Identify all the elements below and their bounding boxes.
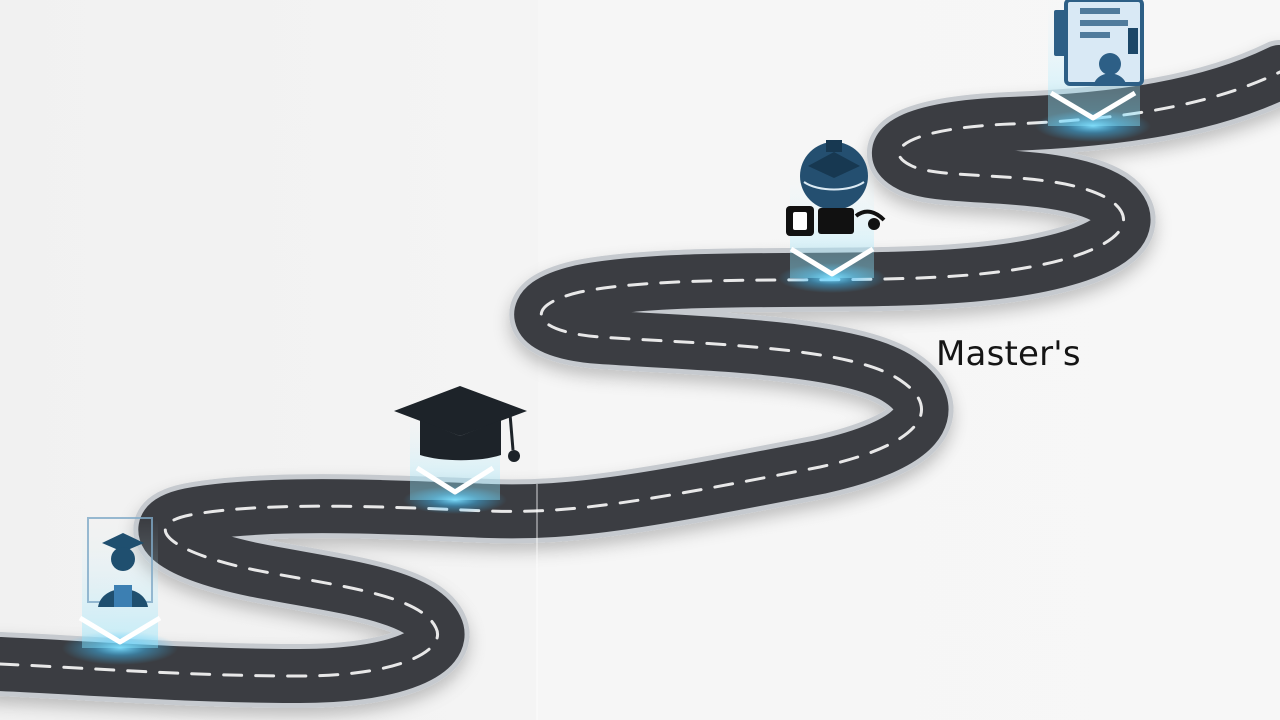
resume-document-icon [1054, 0, 1144, 86]
chevron-down-icon [1049, 90, 1137, 121]
milestone-2 [394, 386, 527, 514]
road-center-dashes [0, 70, 1280, 678]
milestone-4 [1035, 0, 1151, 142]
scholar-badge-icon [786, 140, 886, 236]
chevron-down-icon [789, 246, 875, 277]
masters-label: Master's [936, 334, 1081, 374]
milestone-1 [62, 517, 178, 665]
winding-road [0, 40, 1280, 708]
milestone-3 [778, 140, 886, 293]
graduation-cap-icon [394, 386, 527, 462]
chevron-down-icon [415, 465, 495, 495]
chevron-down-icon [78, 615, 162, 645]
student-graduate-icon [87, 517, 153, 607]
